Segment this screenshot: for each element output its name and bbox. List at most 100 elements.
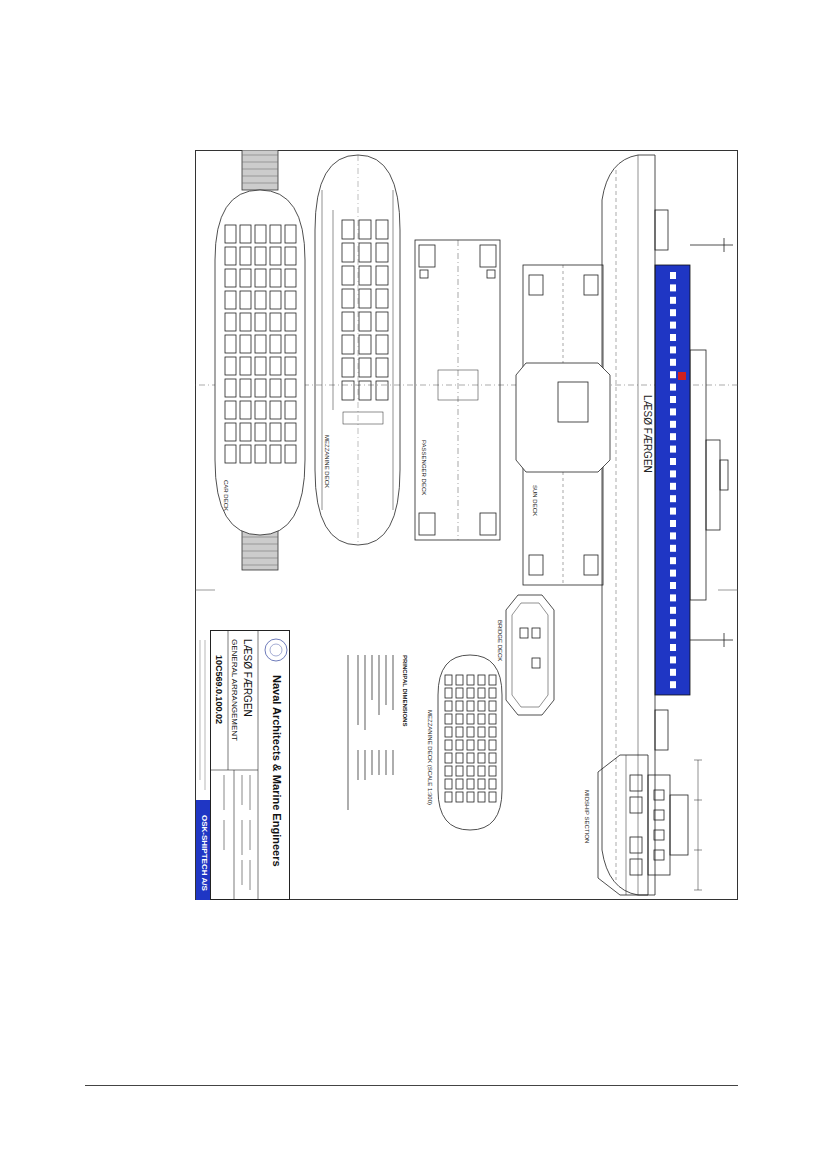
car-symbol (285, 313, 296, 331)
car-deck-plan (215, 150, 305, 570)
window-symbol (670, 520, 676, 527)
window-symbol (670, 371, 676, 378)
car-symbol (478, 766, 485, 776)
car-symbol (240, 335, 251, 353)
car-symbol (376, 335, 388, 354)
car-symbol (489, 766, 496, 776)
car-symbol (342, 243, 354, 262)
car-symbol (225, 247, 236, 265)
car-symbol (225, 401, 236, 419)
car-symbol (225, 357, 236, 375)
car-symbol (467, 675, 474, 685)
car-symbol (456, 753, 463, 763)
car-symbol (285, 335, 296, 353)
car-symbol (467, 792, 474, 802)
car-symbol (270, 445, 281, 463)
car-symbol (270, 423, 281, 441)
window-symbol (670, 346, 676, 353)
car-symbol (270, 247, 281, 265)
car-symbol (240, 423, 251, 441)
car-symbol (445, 688, 452, 698)
mezzanine-deck-plan (315, 155, 400, 545)
car-symbol (376, 220, 388, 239)
window-symbol (670, 309, 676, 316)
car-symbol (240, 357, 251, 375)
car-symbol (489, 688, 496, 698)
car-symbol (359, 381, 371, 400)
car-symbol (478, 792, 485, 802)
car-symbol (270, 335, 281, 353)
car-symbol (445, 766, 452, 776)
car-symbol (359, 335, 371, 354)
window-symbol (670, 508, 676, 515)
car-symbol (270, 357, 281, 375)
car-symbol (240, 269, 251, 287)
drawing-label: 10C569.0.100.02 (214, 655, 224, 724)
car-symbol (342, 358, 354, 377)
window-symbol (670, 297, 676, 304)
car-symbol (285, 357, 296, 375)
window-symbol (670, 582, 676, 589)
car-symbol (445, 675, 452, 685)
window-symbol (670, 421, 676, 428)
car-symbol (285, 401, 296, 419)
car-symbol (285, 423, 296, 441)
car-symbol (359, 358, 371, 377)
car-symbol (467, 701, 474, 711)
car-symbol (342, 381, 354, 400)
car-symbol (376, 243, 388, 262)
car-symbol (270, 313, 281, 331)
car-symbol (456, 701, 463, 711)
car-symbol (240, 291, 251, 309)
drawing-label: MEZZANINE DECK (323, 435, 330, 488)
car-symbol (225, 313, 236, 331)
car-symbol (255, 313, 266, 331)
window-symbol (670, 669, 676, 676)
car-symbol (342, 312, 354, 331)
car-symbol (489, 675, 496, 685)
window-symbol (670, 284, 676, 291)
car-symbol (225, 423, 236, 441)
car-symbol (489, 727, 496, 737)
car-symbol (255, 379, 266, 397)
car-symbol (342, 266, 354, 285)
bridge-deck-plan (506, 595, 554, 715)
car-symbol (456, 779, 463, 789)
drawing-label: MIDSHIP SECTION (583, 790, 590, 843)
car-symbol (456, 675, 463, 685)
car-symbol (376, 266, 388, 285)
car-symbol (240, 247, 251, 265)
car-symbol (489, 701, 496, 711)
car-symbol (478, 779, 485, 789)
window-symbol (670, 632, 676, 639)
car-symbol (445, 792, 452, 802)
car-symbol (467, 740, 474, 750)
car-symbol (445, 779, 452, 789)
car-symbol (445, 714, 452, 724)
drawing-label: PASSENGER DECK (420, 440, 427, 495)
window-symbol (670, 483, 676, 490)
window-symbol (670, 532, 676, 539)
car-symbol (445, 753, 452, 763)
car-symbol (359, 266, 371, 285)
sun-deck-plan (516, 265, 610, 585)
car-symbol (467, 753, 474, 763)
car-symbol (478, 727, 485, 737)
drawing-label: OSK-SHIPTECH A/S (200, 815, 209, 891)
window-symbol (670, 272, 676, 279)
car-symbol (489, 792, 496, 802)
mezzanine-deck-small-plan (438, 655, 502, 830)
window-symbol (670, 557, 676, 564)
car-symbol (225, 445, 236, 463)
car-symbol (270, 291, 281, 309)
title-heading: Naval Architects & Marine Engineers (270, 675, 283, 867)
car-symbol (285, 445, 296, 463)
car-symbol (456, 792, 463, 802)
car-symbol (456, 714, 463, 724)
car-symbol (359, 220, 371, 239)
car-symbol (489, 753, 496, 763)
car-symbol (376, 312, 388, 331)
passenger-deck-plan (415, 240, 500, 540)
drawing-label: LÆSØ FÆRGEN (642, 395, 654, 473)
car-symbol (478, 714, 485, 724)
